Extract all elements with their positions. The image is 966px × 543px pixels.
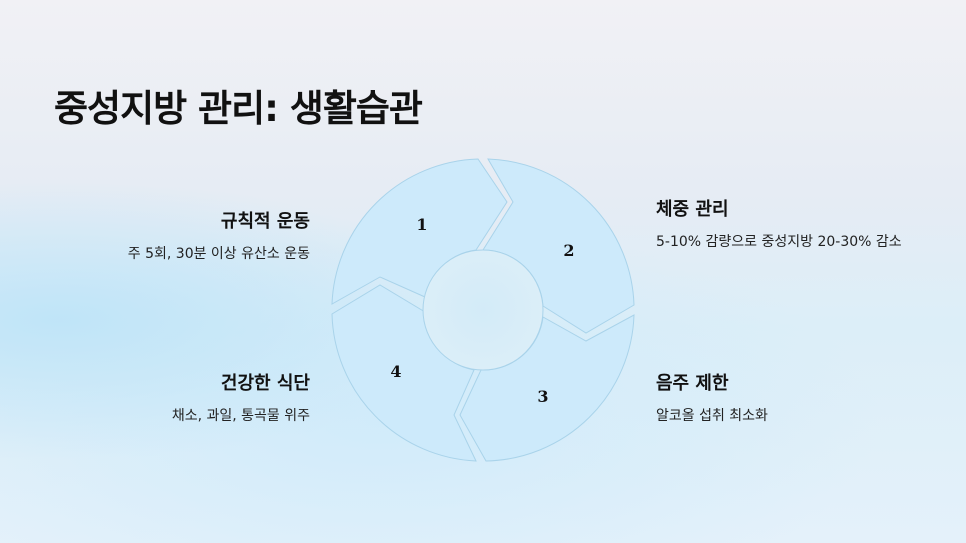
step-3-label: 음주 제한 알코올 섭취 최소화 <box>656 369 916 428</box>
step-1-label: 규칙적 운동 주 5회, 30분 이상 유산소 운동 <box>50 207 310 266</box>
step-1-description: 주 5회, 30분 이상 유산소 운동 <box>127 246 310 262</box>
step-4-description: 채소, 과일, 통곡물 위주 <box>171 408 310 424</box>
step-2-label: 체중 관리 5-10% 감량으로 중성지방 20-30% 감소 <box>656 195 916 254</box>
step-3-number: 3 <box>537 387 548 406</box>
step-4-number: 4 <box>390 362 401 381</box>
step-2-description: 5-10% 감량으로 중성지방 20-30% 감소 <box>656 234 902 250</box>
step-4-title: 건강한 식단 <box>220 373 310 394</box>
cycle-center <box>422 249 544 371</box>
step-4-label: 건강한 식단 채소, 과일, 통곡물 위주 <box>50 369 310 428</box>
step-3-description: 알코올 섭취 최소화 <box>656 408 768 424</box>
step-1-number: 1 <box>416 215 427 234</box>
cycle-diagram: 1 2 3 4 <box>331 158 635 462</box>
step-3-title: 음주 제한 <box>656 373 729 394</box>
step-1-title: 규칙적 운동 <box>220 211 310 232</box>
page-title: 중성지방 관리: 생활습관 <box>54 87 423 130</box>
step-2-number: 2 <box>563 241 574 260</box>
step-2-title: 체중 관리 <box>656 199 729 220</box>
